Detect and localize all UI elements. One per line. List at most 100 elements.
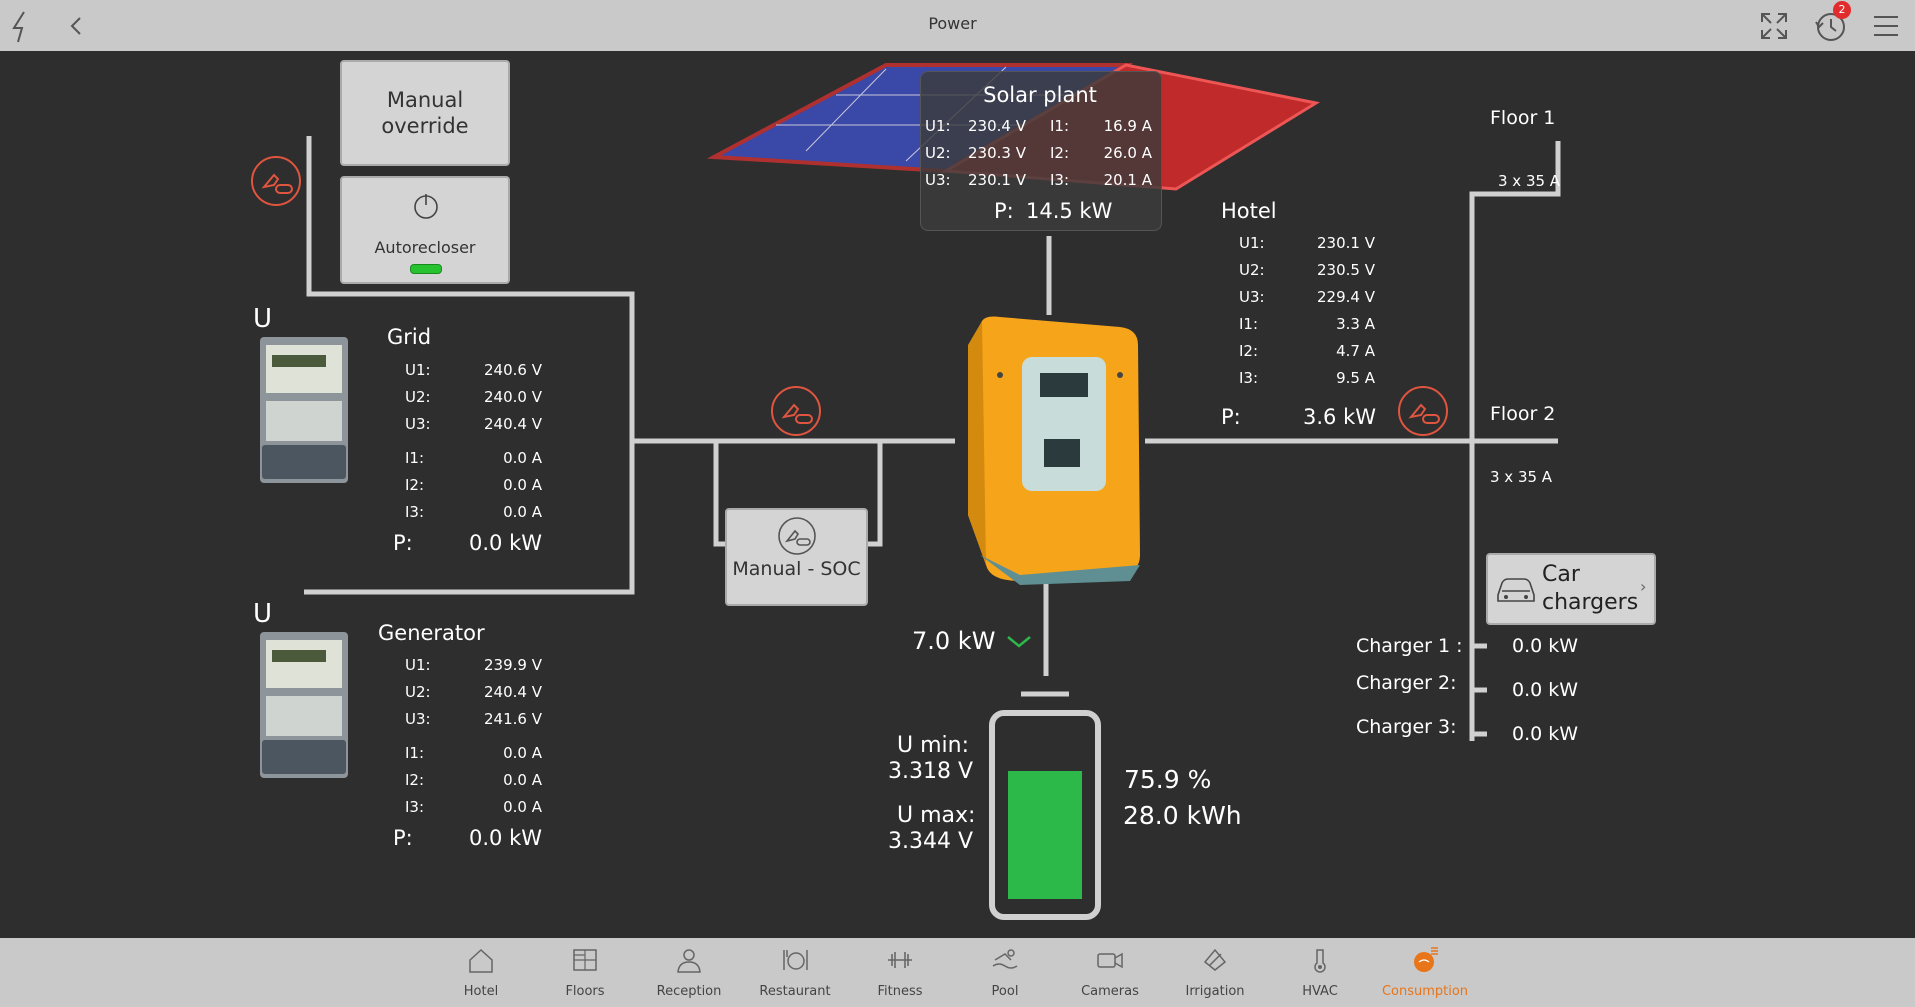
- back-chevron-icon[interactable]: [58, 8, 94, 44]
- chevron-right-icon: ›: [1640, 577, 1647, 596]
- autorecloser-button[interactable]: Autorecloser: [340, 176, 510, 284]
- menu-icon[interactable]: [1868, 8, 1904, 44]
- charger-2-label: Charger 2:: [1356, 672, 1457, 694]
- nav-consumption[interactable]: Consumption: [1373, 938, 1477, 1007]
- hotel-u3-value: 229.4 V: [1317, 288, 1375, 306]
- fullscreen-icon[interactable]: [1756, 8, 1792, 44]
- nav-reception-label: Reception: [656, 984, 722, 999]
- generator-u2-value: 240.4 V: [484, 683, 542, 701]
- breaker-switch-icon-grid[interactable]: [250, 155, 302, 207]
- battery-flow-value: 7.0 kW: [912, 627, 996, 655]
- hotel-u2-value: 230.5 V: [1317, 261, 1375, 279]
- grid-meter-image: [256, 337, 352, 483]
- hotel-title: Hotel: [1221, 199, 1277, 223]
- camera-icon: [1097, 952, 1123, 969]
- manual-override-button[interactable]: Manual override: [340, 60, 510, 166]
- flow-down-chevron-icon: [1007, 636, 1031, 648]
- generator-i1-value: 0.0 A: [503, 744, 542, 762]
- nav-hvac-label: HVAC: [1302, 984, 1338, 999]
- solar-i3-value: 20.1 A: [1103, 171, 1152, 189]
- nav-floors-label: Floors: [565, 984, 605, 999]
- home-icon: [469, 948, 493, 973]
- generator-u1-label: U1:: [405, 656, 431, 674]
- charger-1-label: Charger 1 :: [1356, 635, 1463, 657]
- solar-i2-value: 26.0 A: [1103, 144, 1152, 162]
- generator-u1-value: 239.9 V: [484, 656, 542, 674]
- power-icon: [414, 194, 438, 219]
- breaker-switch-icon-bus[interactable]: [770, 385, 822, 437]
- manual-soc-label: Manual - SOC: [732, 558, 861, 580]
- nav-hotel[interactable]: Hotel: [429, 938, 533, 1007]
- battery-fill-level: [1008, 771, 1082, 899]
- generator-i2-value: 0.0 A: [503, 771, 542, 789]
- consumption-icon: [1414, 947, 1438, 972]
- hotel-i2-value: 4.7 A: [1336, 342, 1375, 360]
- dumbbell-icon: [888, 952, 912, 968]
- solar-i2-label: I2:: [1050, 144, 1070, 162]
- hotel-p-value: 3.6 kW: [1303, 405, 1376, 429]
- solar-readout-panel: [920, 71, 1162, 231]
- floor-1-label[interactable]: Floor 1: [1490, 107, 1556, 129]
- grid-p-value: 0.0 kW: [469, 531, 542, 555]
- grid-u3-label: U3:: [405, 415, 431, 433]
- generator-title: Generator: [378, 621, 485, 645]
- breaker-switch-icon: [778, 517, 816, 555]
- nav-pool[interactable]: Pool: [953, 938, 1057, 1007]
- hotel-p-label: P:: [1221, 405, 1241, 429]
- solar-title: Solar plant: [983, 83, 1097, 107]
- lightning-icon[interactable]: [4, 8, 40, 44]
- pool-icon: [992, 949, 1018, 969]
- notification-badge: 2: [1833, 1, 1851, 19]
- nav-hotel-label: Hotel: [463, 984, 499, 999]
- grid-i2-value: 0.0 A: [503, 476, 542, 494]
- grid-i1-label: I1:: [405, 449, 425, 467]
- nav-reception[interactable]: Reception: [637, 938, 741, 1007]
- grid-u3-value: 240.4 V: [484, 415, 542, 433]
- grid-i3-label: I3:: [405, 503, 425, 521]
- battery-umax-value: 3.344 V: [888, 829, 974, 854]
- generator-p-label: P:: [393, 826, 413, 850]
- generator-u3-value: 241.6 V: [484, 710, 542, 728]
- nav-fitness[interactable]: Fitness: [848, 938, 952, 1007]
- floor-2-label[interactable]: Floor 2: [1490, 403, 1556, 425]
- nav-irrigation-label: Irrigation: [1185, 984, 1245, 999]
- nav-cameras[interactable]: Cameras: [1058, 938, 1162, 1007]
- solar-p-label: P:: [994, 199, 1014, 223]
- hotel-i2-label: I2:: [1239, 342, 1259, 360]
- charger-3-label: Charger 3:: [1356, 716, 1457, 738]
- hotel-u1-value: 230.1 V: [1317, 234, 1375, 252]
- nav-irrigation[interactable]: Irrigation: [1163, 938, 1267, 1007]
- nav-consumption-label: Consumption: [1381, 984, 1469, 999]
- grid-i3-value: 0.0 A: [503, 503, 542, 521]
- battery-umax-label: U max:: [897, 803, 976, 828]
- nav-fitness-label: Fitness: [877, 984, 923, 999]
- nav-pool-label: Pool: [991, 984, 1019, 999]
- grid-u1-label: U1:: [405, 361, 431, 379]
- generator-meter-image: [256, 632, 352, 778]
- hotel-i3-label: I3:: [1239, 369, 1259, 387]
- generator-i2-label: I2:: [405, 771, 425, 789]
- irrigation-icon: [1203, 948, 1227, 971]
- nav-cameras-label: Cameras: [1081, 984, 1139, 999]
- charger-3-value: 0.0 kW: [1512, 723, 1579, 745]
- inverter-image: [968, 316, 1140, 585]
- generator-i3-value: 0.0 A: [503, 798, 542, 816]
- nav-restaurant-label: Restaurant: [759, 984, 831, 999]
- hotel-i3-value: 9.5 A: [1336, 369, 1375, 387]
- hotel-i1-label: I1:: [1239, 315, 1259, 333]
- grid-u-letter: U: [253, 304, 273, 334]
- page-title: Power: [928, 14, 977, 33]
- history-clock-icon[interactable]: [1812, 8, 1848, 44]
- top-bar: Power 2: [0, 0, 1915, 51]
- nav-floors[interactable]: Floors: [533, 938, 637, 1007]
- solar-u3-label: U3:: [925, 171, 951, 189]
- floor-1-rating: 3 x 35 A: [1498, 172, 1561, 190]
- breaker-switch-icon-hotel[interactable]: [1397, 385, 1449, 437]
- battery-soc-value: 75.9 %: [1124, 765, 1212, 794]
- nav-hvac[interactable]: HVAC: [1268, 938, 1372, 1007]
- solar-i1-label: I1:: [1050, 117, 1070, 135]
- manual-soc-button[interactable]: Manual - SOC: [725, 508, 868, 606]
- car-chargers-button[interactable]: Car chargers ›: [1486, 553, 1656, 625]
- connection-lines: [304, 136, 1561, 741]
- nav-restaurant[interactable]: Restaurant: [743, 938, 847, 1007]
